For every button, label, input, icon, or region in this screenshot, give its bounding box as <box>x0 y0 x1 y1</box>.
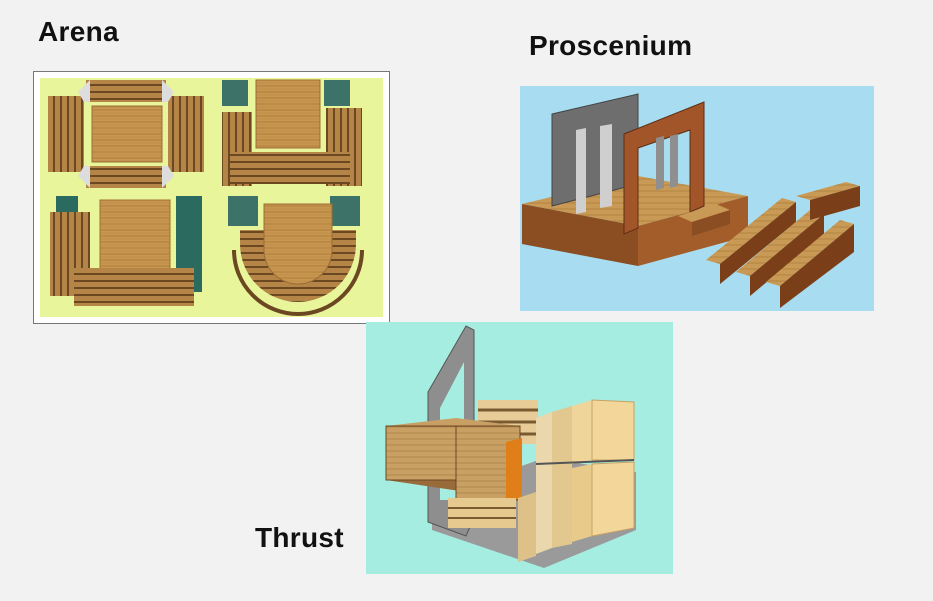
arena-quad-thrust <box>50 196 202 306</box>
proscenium-image <box>520 86 874 311</box>
arena-quad-three-sided <box>222 79 362 186</box>
proscenium-label: Proscenium <box>529 30 693 61</box>
arena-label: Arena <box>38 16 119 47</box>
arena-quad-full <box>48 80 204 188</box>
arena-stage-illustration <box>40 78 383 317</box>
thrust-stage-illustration <box>366 322 673 574</box>
audience-seating <box>706 182 860 308</box>
proscenium-stage-illustration <box>520 86 874 311</box>
arena-quad-semicircle <box>228 196 364 316</box>
audience-seating <box>518 399 635 562</box>
thrust-label: Thrust <box>255 522 344 553</box>
arena-image <box>33 71 390 324</box>
thrust-image <box>366 322 673 574</box>
